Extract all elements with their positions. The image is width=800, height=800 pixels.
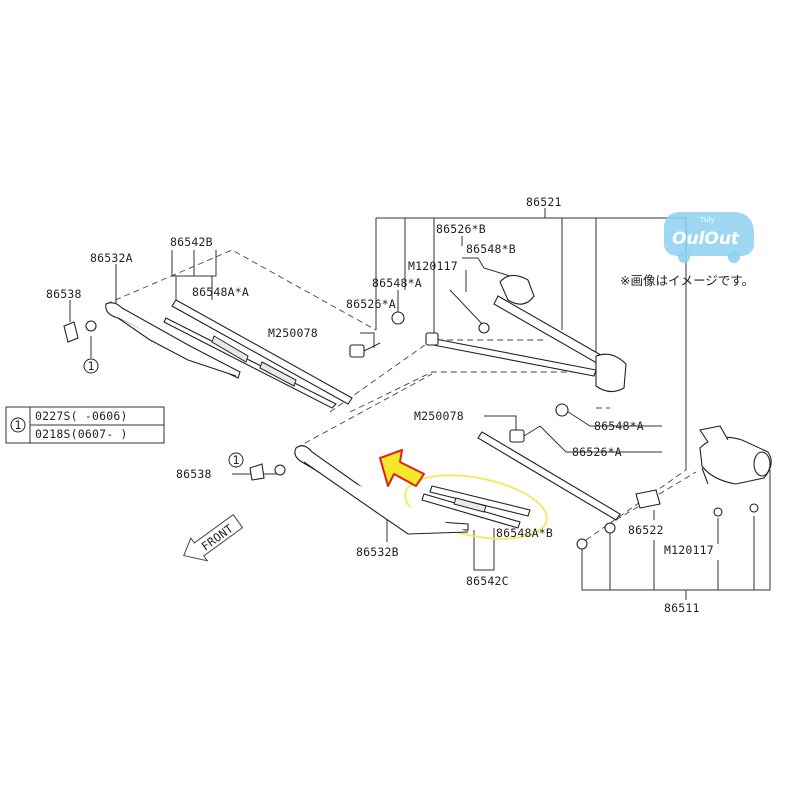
label-86522: 86522 [628,523,664,537]
label-86521: 86521 [526,195,562,209]
image-note: ※画像はイメージです。 [620,273,754,288]
legend-row-2: 0218S(0607- ) [35,427,128,441]
legend-marker: 1 [15,418,22,432]
pointer-arrow [379,449,425,487]
label-86526-A-top: 86526*A [346,297,396,311]
wiper-blade-upper [163,299,353,409]
label-86548-B: 86548*B [466,242,516,256]
bolts [349,332,541,443]
label-86526-A-right: 86526*A [572,445,622,459]
front-arrow: FRONT [183,514,244,562]
label-86532B: 86532B [356,545,399,559]
label-86542C: 86542C [466,574,509,588]
label-M250078-top: M250078 [268,326,318,340]
leader-lines [69,208,771,600]
legend-row-1: 0227S( -0606) [35,409,128,423]
label-M120117-bottom: M120117 [664,543,714,557]
label-86548-A-top: 86548*A [372,276,422,290]
watermark-small-text: Tidy [699,216,715,224]
watermark-text: OulOut [672,229,740,249]
label-86538-bottom: 86538 [176,467,212,481]
label-86511: 86511 [664,601,700,615]
legend-box: 1 0227S( -0606) 0218S(0607- ) [5,406,165,444]
label-86548A-B: 86548A*B [496,526,553,540]
label-86548-A-right: 86548*A [594,419,644,433]
watermark-logo: Tidy OulOut [664,212,754,263]
wiper-arm-upper [105,302,241,379]
label-86532A: 86532A [90,251,133,265]
svg-text:1: 1 [88,359,95,373]
wiper-blade-lower [421,485,531,529]
linkage-assembly [391,274,627,521]
label-M120117-top: M120117 [408,259,458,273]
label-86526-B: 86526*B [436,222,486,236]
label-M250078-mid: M250078 [414,409,464,423]
label-86548A-A: 86548A*A [192,285,249,299]
highlight-ellipse [404,474,548,540]
wiper-arm-lower [294,445,469,535]
callout-marker-bottom: 1 [228,452,244,468]
callout-marker-top: 1 [83,358,99,374]
label-86538-top: 86538 [46,287,82,301]
small-hardware [63,320,759,550]
wiper-motor [699,425,772,485]
svg-text:1: 1 [233,453,240,467]
label-86542B: 86542B [170,235,213,249]
